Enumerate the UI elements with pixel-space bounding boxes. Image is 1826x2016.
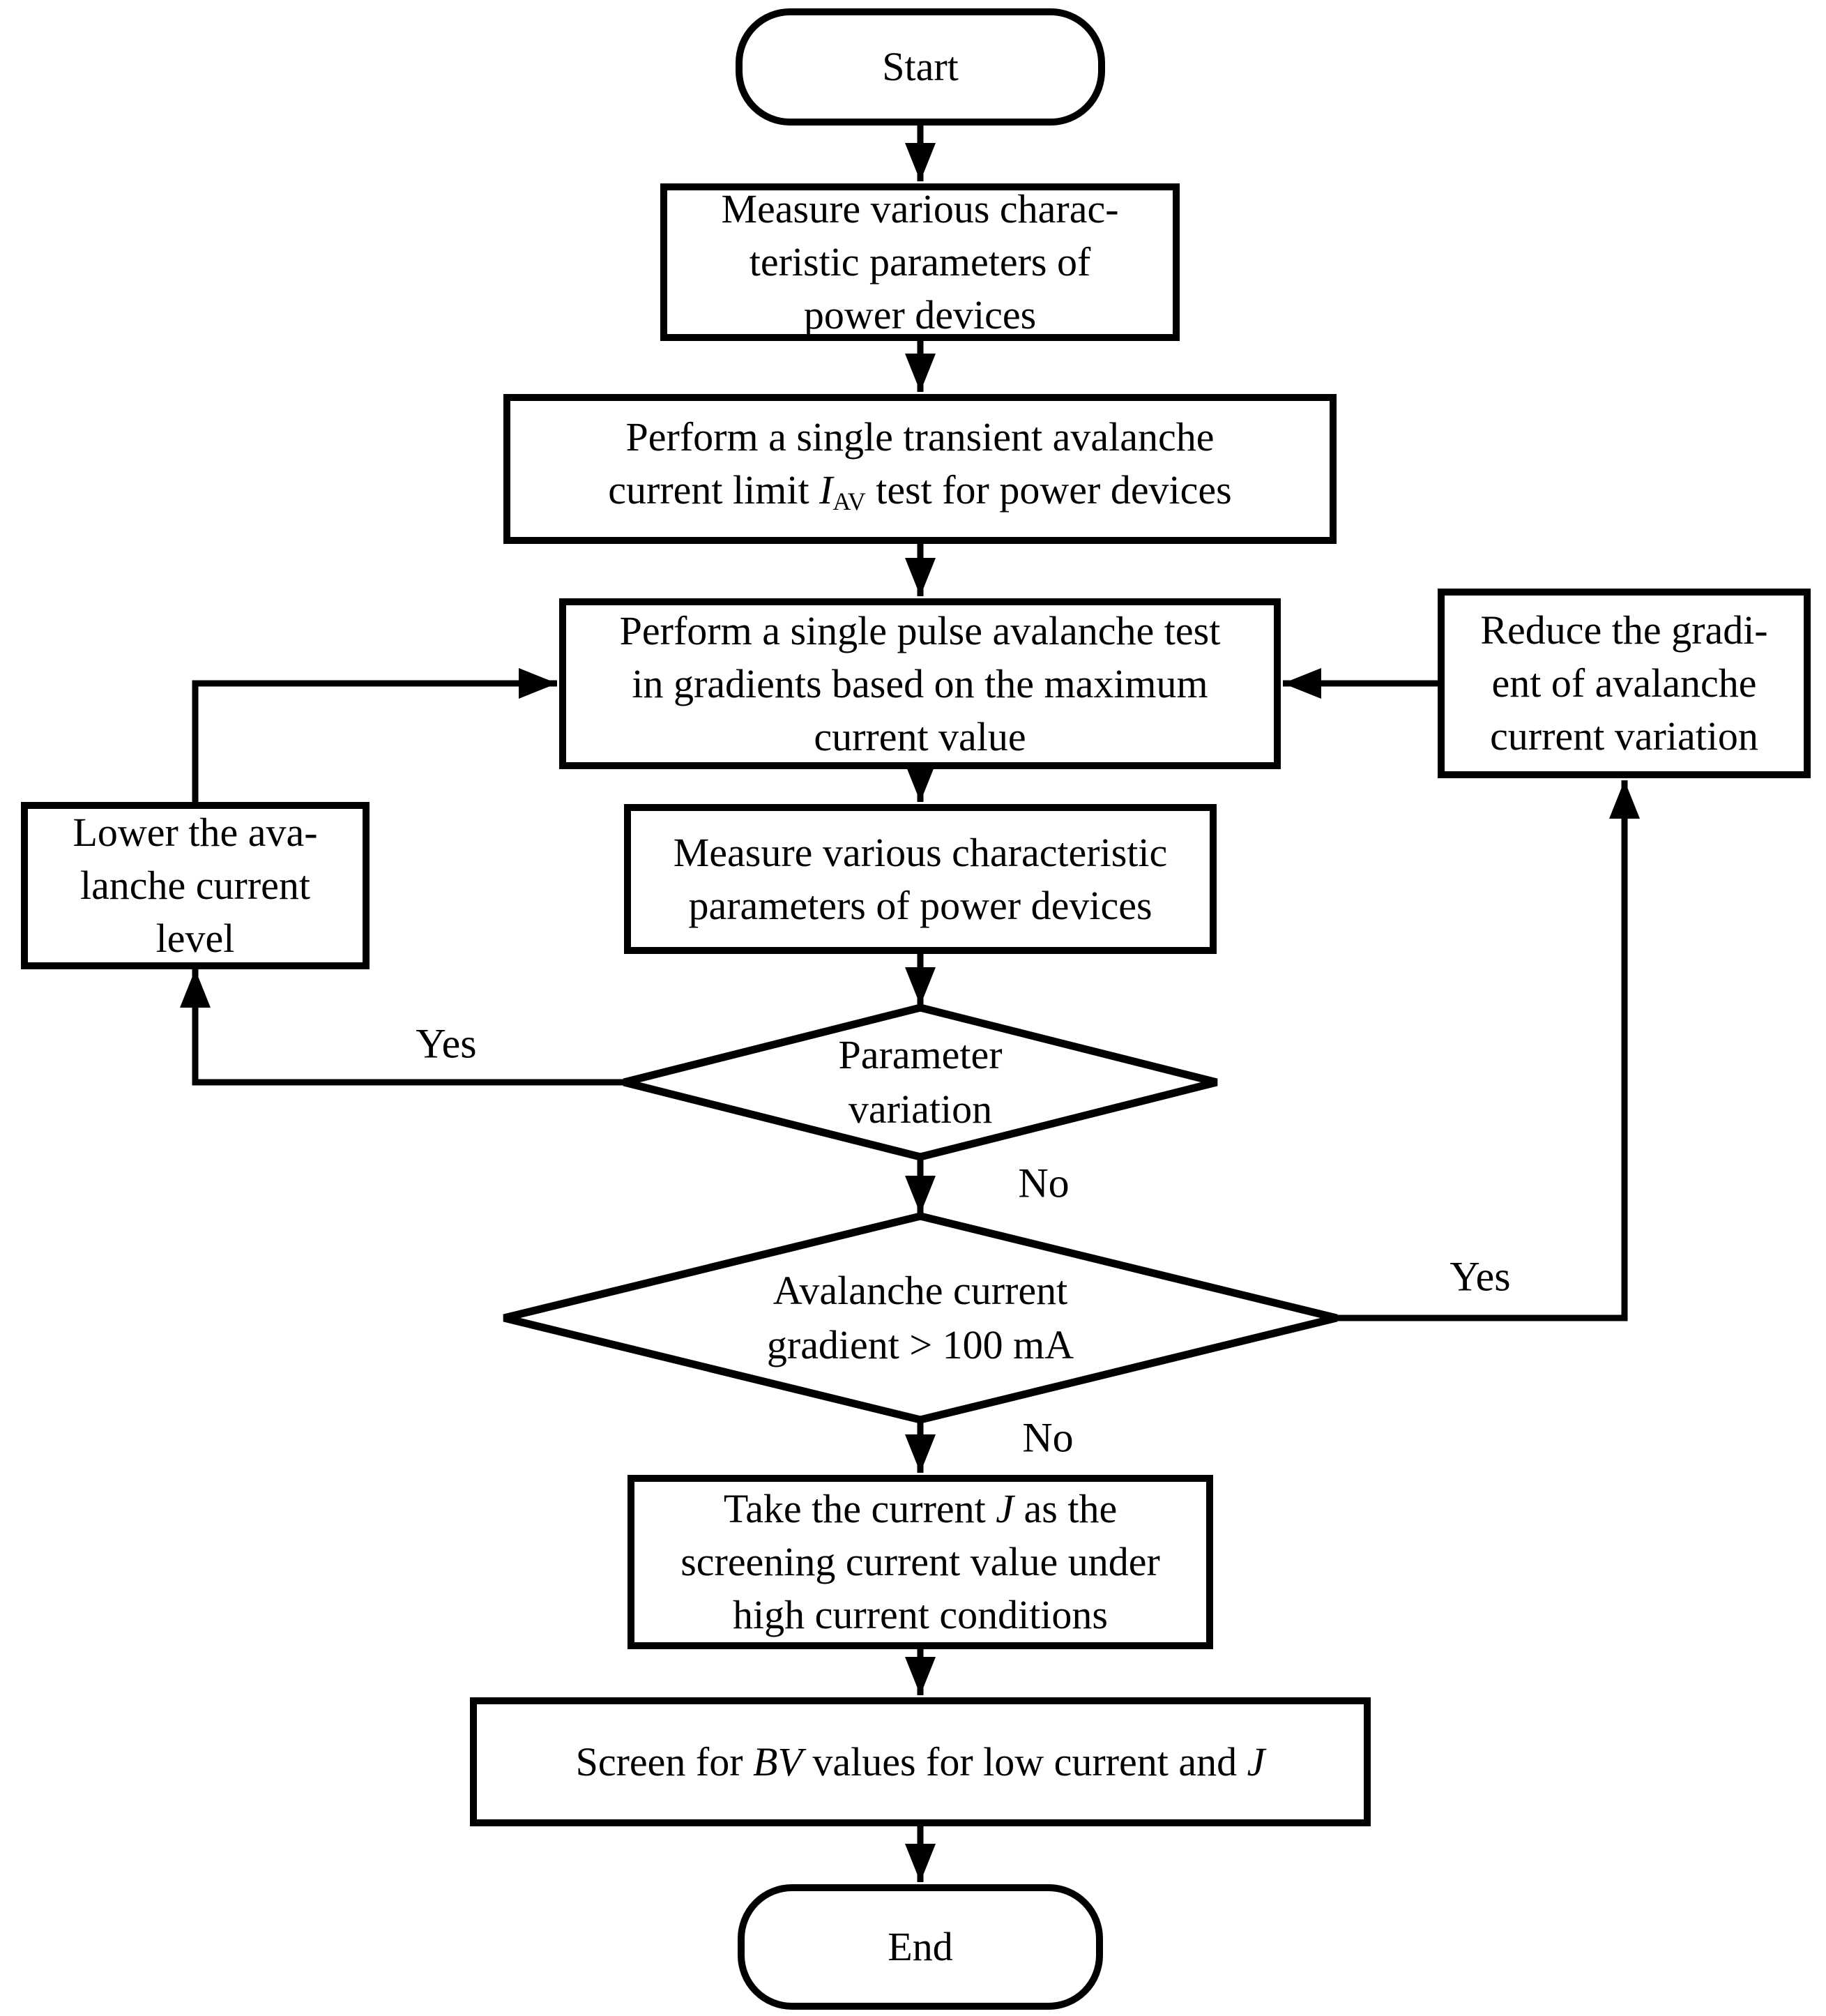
text-line: variation xyxy=(848,1086,993,1132)
edge-label-no-bottom: No xyxy=(1022,1414,1074,1461)
start-label: Start xyxy=(882,44,959,89)
end-label: End xyxy=(888,1924,953,1969)
text-line: parameters of power devices xyxy=(688,882,1152,928)
process-single-transient-test: Perform a single transient avalanche curr… xyxy=(503,394,1337,544)
edge-label-yes-left: Yes xyxy=(416,1020,477,1067)
process-reduce-gradient: Reduce the gradi-ent of avalanche current… xyxy=(1438,589,1811,778)
text-line: power devices xyxy=(803,292,1037,338)
process-measure-initial: Measure various charac-teristic paramete… xyxy=(660,183,1180,341)
edge-lower-to-pulse xyxy=(192,668,557,802)
process-take-current-j: Take the current J as the screening curre… xyxy=(627,1475,1213,1649)
text-line: teristic parameters of xyxy=(749,239,1091,285)
text-segment: BV xyxy=(753,1738,802,1784)
text-segment: I xyxy=(819,467,833,513)
text-segment: AV xyxy=(832,487,866,515)
text-line: screening current value under xyxy=(680,1539,1160,1584)
text-line: in gradients based on the maximum xyxy=(632,660,1208,706)
text-line: current limit IAV test for power devices xyxy=(608,467,1232,515)
text-line: Screen for BV values for low current and… xyxy=(575,1738,1265,1784)
text-line: Measure various characteristic xyxy=(673,829,1168,875)
text-line: level xyxy=(155,916,235,961)
start-terminal: Start xyxy=(736,8,1105,126)
process-measure-again: Measure various characteristic parameters… xyxy=(624,804,1217,954)
text-line: current variation xyxy=(1490,713,1758,759)
text-line: current value xyxy=(814,713,1026,759)
edge-label-yes-right: Yes xyxy=(1450,1253,1511,1300)
text-line: lanche current xyxy=(79,863,311,908)
process-screen-bv: Screen for BV values for low current and… xyxy=(470,1697,1371,1826)
process-lower-current-level: Lower the ava-lanche current level xyxy=(21,802,370,969)
text-line: Perform a single transient avalanche xyxy=(625,414,1215,460)
edge-decision1-yes-to-lower xyxy=(180,969,624,1086)
text-segment: J xyxy=(1247,1738,1265,1784)
text-segment: J xyxy=(996,1486,1014,1531)
text-line: Measure various charac- xyxy=(721,186,1119,232)
decision-gradient-check-shape xyxy=(503,1212,1338,1424)
text-line: gradient > 100 mA xyxy=(766,1322,1074,1367)
end-terminal: End xyxy=(738,1884,1103,2010)
edge-decision2-yes-to-reduce xyxy=(1337,780,1640,1321)
decision-parameter-variation-shape xyxy=(623,1003,1218,1161)
process-single-pulse-test: Perform a single pulse avalanche test in … xyxy=(559,598,1281,769)
text-line: Avalanche current xyxy=(773,1268,1068,1313)
text-line: Perform a single pulse avalanche test xyxy=(619,607,1221,653)
decision-parameter-variation-text: Parameter variation xyxy=(838,1028,1002,1137)
text-line: Parameter xyxy=(838,1032,1003,1077)
text-line: high current conditions xyxy=(732,1592,1108,1637)
edge-label-no-between: No xyxy=(1018,1160,1070,1206)
text-line: ent of avalanche xyxy=(1491,660,1757,706)
text-line: Take the current J as the xyxy=(723,1486,1118,1531)
text-line: Lower the ava- xyxy=(73,810,318,855)
decision-gradient-check-text: Avalanche current gradient > 100 mA xyxy=(767,1264,1074,1372)
text-line: Reduce the gradi- xyxy=(1480,607,1768,653)
